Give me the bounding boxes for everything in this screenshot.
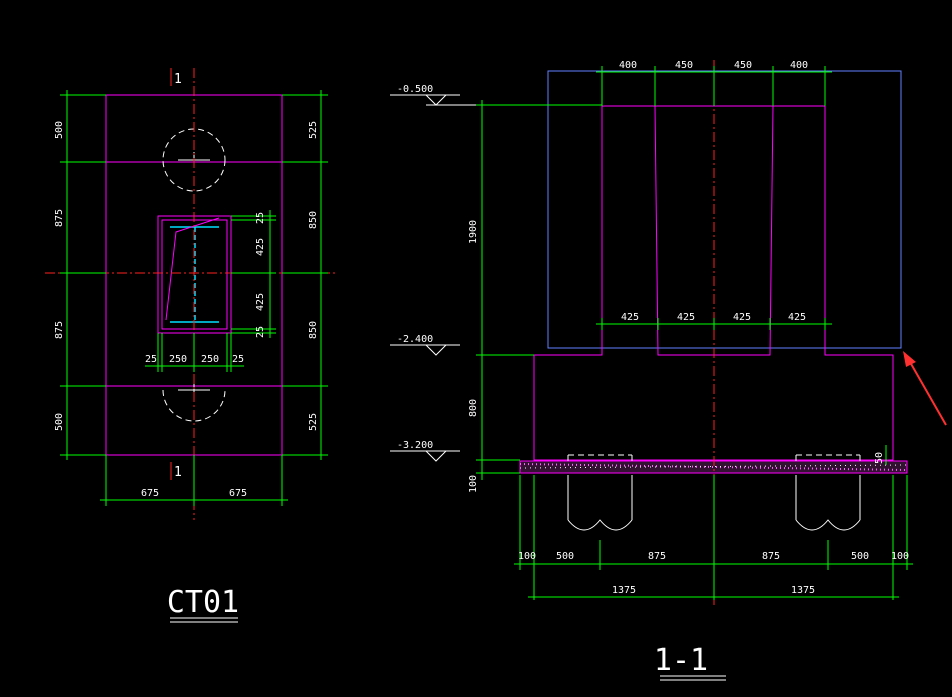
section-bottom-dim-6: 100	[891, 551, 909, 562]
plan-bottom-dim-2: 675	[229, 488, 247, 499]
section-bottom-dim-3: 875	[648, 551, 666, 562]
plan-left-dim-3: 875	[54, 321, 65, 339]
plan-view: 1 1 500 875 875 500 525 850 850	[45, 68, 335, 623]
section-mark-bottom: 1	[174, 465, 182, 480]
plan-inner-dim-1: 25	[255, 212, 266, 224]
section-height-dim-2: 800	[468, 399, 479, 417]
section-bottom-dim-2: 500	[556, 551, 574, 562]
plan-left-dim-1: 500	[54, 121, 65, 139]
section-top-dimensions: 400 450 450 400	[596, 60, 832, 106]
plan-bottom-inner-dim-4: 25	[232, 354, 244, 365]
plan-title: CT01	[167, 585, 239, 620]
plan-left-dimensions: 500 875 875 500	[54, 90, 106, 460]
section-top-dim-4: 400	[790, 60, 808, 71]
section-bottom-total-2: 1375	[791, 585, 815, 596]
section-mid-dim-3: 425	[733, 312, 751, 323]
plan-left-dim-2: 875	[54, 209, 65, 227]
section-blinding-hatch	[519, 463, 908, 471]
plan-right-dim-4: 525	[308, 413, 319, 431]
annotation-arrow	[903, 351, 947, 426]
plan-left-dim-4: 500	[54, 413, 65, 431]
plan-right-dim-1: 525	[308, 121, 319, 139]
section-mid-dim-1: 425	[621, 312, 639, 323]
plan-inner-dim-3: 425	[255, 293, 266, 311]
section-top-dim-1: 400	[619, 60, 637, 71]
section-title: 1-1	[654, 643, 708, 678]
section-column-outline	[547, 70, 902, 349]
column-diagonal	[165, 217, 220, 321]
section-bottom-dim-4: 875	[762, 551, 780, 562]
plan-inner-dim-4: 25	[255, 326, 266, 338]
plan-bottom-inner-dim-2: 250	[169, 354, 187, 365]
section-view: -0.500 -2.400 -3.200 1900 800 100	[390, 60, 947, 681]
plan-bottom-dim-1: 675	[141, 488, 159, 499]
section-top-dim-2: 450	[675, 60, 693, 71]
level-1: -0.500	[397, 84, 433, 95]
plan-bottom-dimensions: 675 675	[100, 455, 288, 506]
section-height-dimensions: 1900 800 100	[468, 100, 602, 493]
section-cap-outline	[533, 105, 894, 461]
plan-bottom-inner-dim-3: 250	[201, 354, 219, 365]
section-pile-left	[567, 454, 633, 531]
level-2: -2.400	[397, 334, 433, 345]
section-mid-dimensions: 425 425 425 425	[596, 312, 832, 330]
section-bottom-dim-5: 500	[851, 551, 869, 562]
section-bottom-dim-1: 100	[518, 551, 536, 562]
plan-right-dimensions: 525 850 850 525	[282, 90, 328, 460]
section-right-small-dim: 50	[874, 452, 885, 464]
level-3: -3.200	[397, 440, 433, 451]
section-height-dim-3: 100	[468, 475, 479, 493]
pile-bottom	[162, 389, 226, 422]
plan-inner-dimensions: 25 425 425 25	[231, 210, 276, 338]
plan-bottom-inner-dim-1: 25	[145, 354, 157, 365]
plan-right-dim-3: 850	[308, 321, 319, 339]
section-mid-dim-2: 425	[677, 312, 695, 323]
section-bottom-dimensions-row2: 1375 1375	[528, 585, 899, 598]
plan-right-dim-2: 850	[308, 211, 319, 229]
plan-inner-dim-2: 425	[255, 238, 266, 256]
section-height-dim-1: 1900	[468, 220, 479, 244]
section-pile-right	[795, 454, 861, 531]
plan-bottom-inner-dimensions: 25 250 250 25	[145, 333, 244, 372]
section-bottom-total-1: 1375	[612, 585, 636, 596]
section-bottom-dimensions-row1: 100 500 875 875 500 100	[514, 475, 913, 600]
section-mid-dim-4: 425	[788, 312, 806, 323]
section-level-marks: -0.500 -2.400 -3.200	[390, 84, 602, 462]
section-mark-top: 1	[174, 72, 182, 87]
section-top-dim-3: 450	[734, 60, 752, 71]
